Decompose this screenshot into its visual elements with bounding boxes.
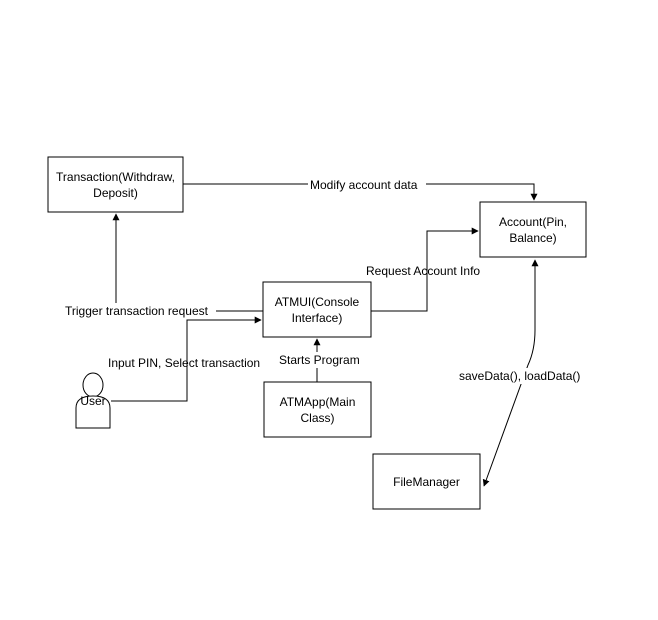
node-account[interactable]: Account(Pin, Balance) <box>479 201 587 258</box>
edge-modify-account <box>183 183 538 201</box>
node-account-line1: Account(Pin, <box>499 215 567 229</box>
user-body-icon <box>75 395 111 429</box>
node-atmapp[interactable]: ATMApp(Main Class) <box>263 381 372 438</box>
node-filemanager[interactable]: FileManager <box>372 453 481 510</box>
edge-label-request-account: Request Account Info <box>366 264 480 278</box>
node-atmui-line2: Interface) <box>292 311 343 325</box>
edge-request-account <box>371 227 479 312</box>
edge-label-starts-program: Starts Program <box>279 353 360 367</box>
edge-label-trigger-transaction: Trigger transaction request <box>65 304 209 318</box>
node-atmapp-line1: ATMApp(Main <box>280 395 356 409</box>
node-user[interactable]: User <box>75 372 111 429</box>
edge-label-modify-account: Modify account data <box>310 178 418 192</box>
node-transaction-line1: Transaction(Withdraw, <box>56 170 175 184</box>
user-label: User <box>80 394 105 408</box>
node-transaction[interactable]: Transaction(Withdraw, Deposit) <box>47 156 184 213</box>
edge-save-load <box>482 259 539 487</box>
node-atmui-line1: ATMUI(Console <box>275 295 360 309</box>
node-filemanager-label: FileManager <box>393 475 460 489</box>
node-account-line2: Balance) <box>509 231 556 245</box>
edge-trigger-transaction <box>112 213 263 312</box>
node-transaction-line2: Deposit) <box>93 186 138 200</box>
node-atmapp-line2: Class) <box>300 411 334 425</box>
node-atmui[interactable]: ATMUI(Console Interface) <box>262 281 372 338</box>
edge-label-input-pin: Input PIN, Select transaction <box>108 356 260 370</box>
edge-label-save-load: saveData(), loadData() <box>459 369 580 383</box>
edge-input-pin <box>111 316 262 402</box>
